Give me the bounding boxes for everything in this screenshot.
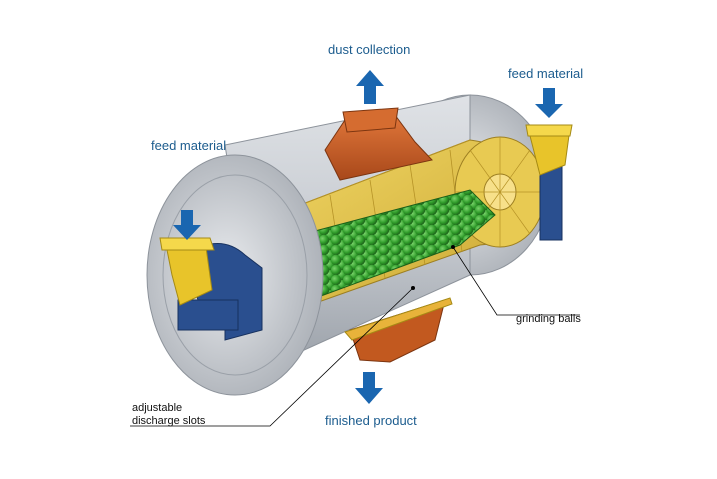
feed-material-left-label: feed material: [151, 138, 227, 153]
dust-collection-label: dust collection: [328, 42, 411, 57]
adjustable-line1: adjustable: [132, 402, 183, 414]
dust-collection-hood: [324, 107, 433, 181]
grinding-balls-leader: [451, 245, 580, 316]
arrow-up-icon: [356, 70, 384, 104]
left-feed-chute: [159, 237, 215, 306]
finished-product-label: finished product: [325, 413, 417, 428]
adjustable-discharge-slots-label: adjustable discharge slots: [132, 402, 205, 428]
right-feed-chute: [525, 124, 573, 176]
feed-material-right-label: feed material: [508, 66, 584, 81]
adjustable-line2: discharge slots: [132, 415, 206, 427]
discharge-slots-leader: [130, 286, 415, 427]
arrow-down-icon: [535, 88, 563, 118]
arrow-down-icon: [355, 372, 383, 404]
arrow-down-icon: [173, 210, 201, 240]
grinding-balls-label: grinding balls: [516, 313, 581, 325]
discharge-hopper: [344, 297, 453, 363]
